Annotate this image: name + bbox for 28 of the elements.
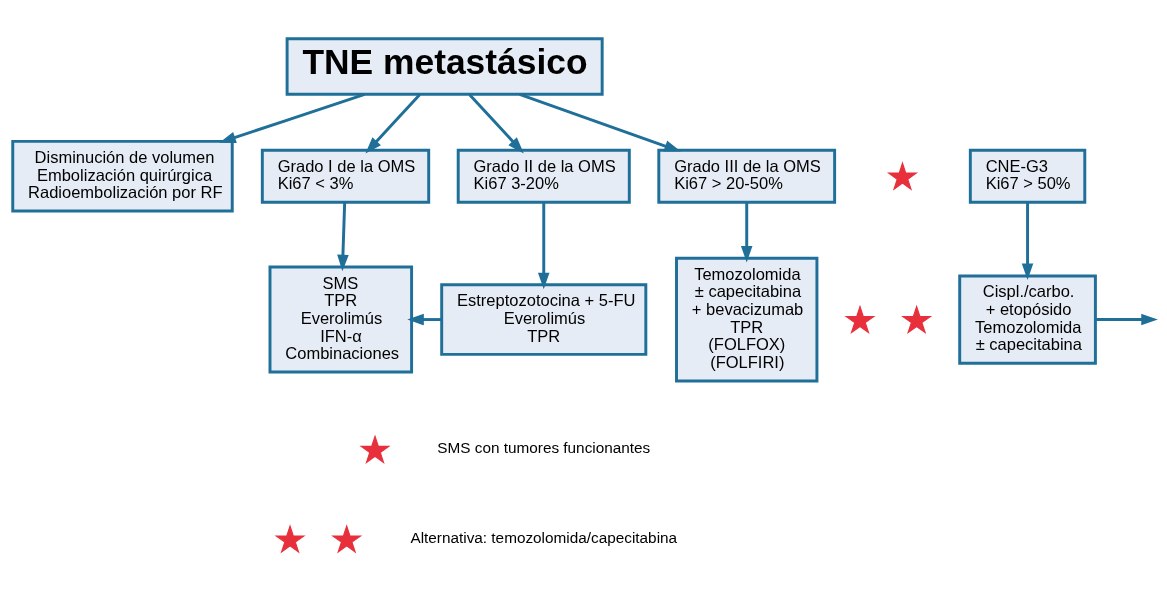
node-box: Estreptozotocina + 5-FU Everolimús TPR — [440, 283, 648, 356]
legend-label: Alternativa: temozolomida/capecitabina — [410, 529, 678, 547]
node-box: Cispl./carbo. + etopósido Temozolomida ± capecitabina — [958, 274, 1097, 365]
arrow — [365, 93, 421, 154]
node-box: Grado I de la OMS Ki67 < 3% — [260, 148, 431, 204]
arrow — [740, 202, 753, 263]
arrow — [337, 202, 349, 272]
arrow — [537, 202, 550, 290]
arrow — [468, 93, 524, 154]
node-star — [886, 161, 919, 191]
arrow — [1095, 313, 1158, 326]
node-star — [331, 524, 363, 554]
legend-label: SMS con tumores funcionantes — [437, 439, 651, 457]
node-star — [844, 304, 876, 335]
node-star — [274, 524, 306, 554]
node-box: TNE metastásico — [285, 37, 604, 96]
arrow — [1021, 202, 1034, 280]
arrow — [407, 313, 442, 326]
node-box: Grado III de la OMS Ki67 > 20-50% — [657, 148, 837, 204]
arrow — [519, 92, 681, 152]
node-box: CNE-G3 Ki67 > 50% — [968, 148, 1087, 204]
node-star — [901, 304, 933, 335]
node-star — [359, 434, 391, 464]
node-box: Disminución de volumen Embolización quirúrgica Radioembolización por RF — [11, 139, 234, 213]
node-box: SMS TPR Everolimús IFN-α Combinaciones — [268, 265, 414, 374]
arrow — [219, 92, 366, 143]
node-box: Grado II de la OMS Ki67 3-20% — [456, 148, 631, 204]
node-box: Temozolomida ± capecitabina + bevacizumab TPR (FOLFOX) (FOLFIRI) — [675, 256, 819, 383]
